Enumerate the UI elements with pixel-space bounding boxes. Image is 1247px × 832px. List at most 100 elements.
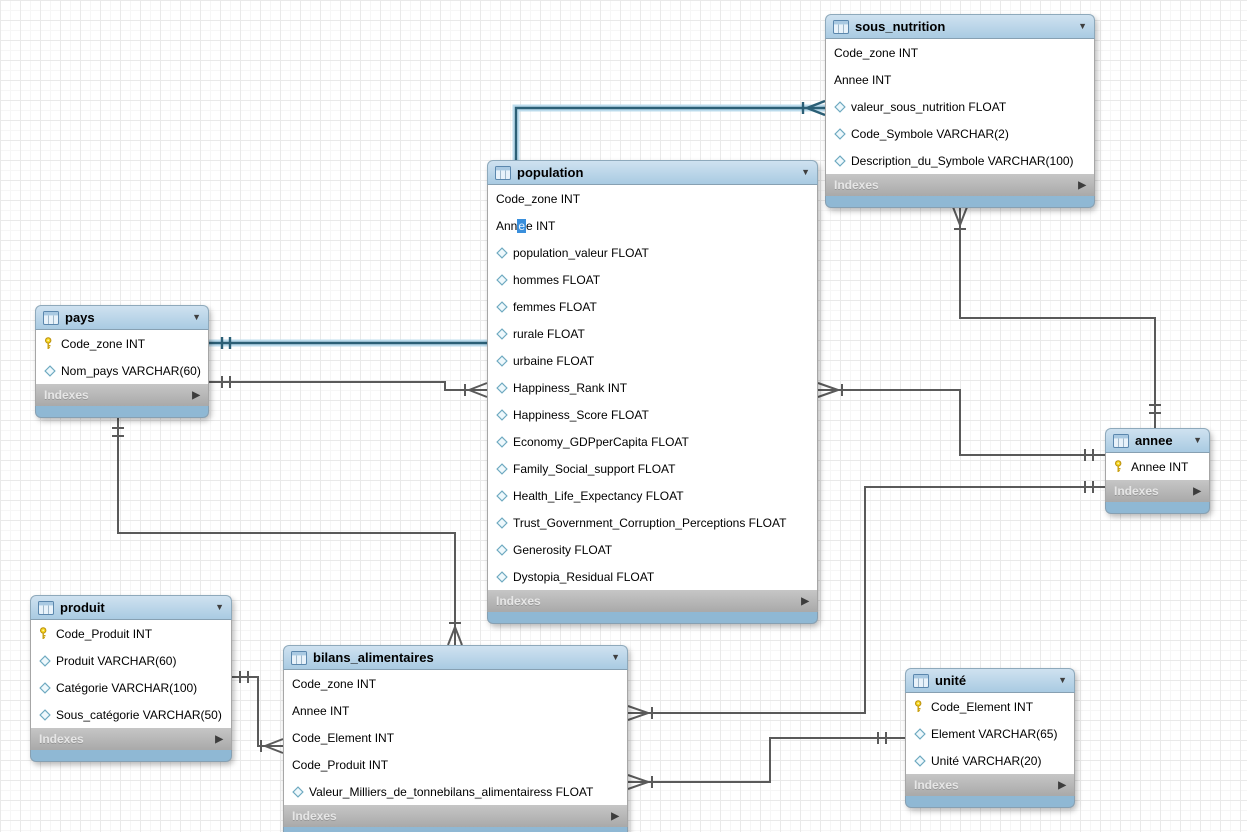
column-text: femmes FLOAT [513, 299, 597, 314]
indexes-bar[interactable]: Indexes▶ [825, 174, 1095, 196]
column-row[interactable]: Valeur_Milliers_de_tonnebilans_alimentai… [284, 778, 627, 805]
column-text: Code_zone INT [61, 336, 146, 351]
table-header[interactable]: annee▼ [1105, 428, 1210, 453]
expand-arrow-icon[interactable]: ▶ [801, 595, 809, 607]
column-row[interactable]: Code_Produit INT [284, 751, 627, 778]
relationship-pays-population[interactable] [209, 376, 488, 398]
column-row[interactable]: Happiness_Score FLOAT [488, 401, 817, 428]
collapse-arrow-icon[interactable]: ▼ [1058, 675, 1067, 685]
column-row[interactable]: Code_zone INT [488, 185, 817, 212]
table-icon [495, 165, 511, 180]
one-ticks [1084, 449, 1094, 461]
indexes-bar[interactable]: Indexes▶ [905, 774, 1075, 796]
expand-arrow-icon[interactable]: ▶ [215, 733, 223, 745]
nullable-diamond-icon [496, 327, 508, 340]
nullable-diamond-icon [496, 354, 508, 367]
nullable-diamond-icon [496, 489, 508, 502]
collapse-arrow-icon[interactable]: ▼ [611, 652, 620, 662]
table-header[interactable]: pays▼ [35, 305, 209, 330]
expand-arrow-icon[interactable]: ▶ [1078, 179, 1086, 191]
indexes-bar[interactable]: Indexes▶ [487, 590, 818, 612]
relationship-pays-bilans_alimentaires[interactable] [112, 417, 463, 646]
expand-arrow-icon[interactable]: ▶ [1058, 779, 1066, 791]
column-row[interactable]: Unité VARCHAR(20) [906, 747, 1074, 774]
column-row[interactable]: Sous_catégorie VARCHAR(50) [31, 701, 231, 728]
table-pays[interactable]: pays▼ Code_zone INT Nom_pays VARCHAR(60) In… [35, 305, 209, 418]
column-text: valeur_sous_nutrition FLOAT [851, 99, 1007, 114]
column-row[interactable]: rurale FLOAT [488, 320, 817, 347]
column-row[interactable]: Health_Life_Expectancy FLOAT [488, 482, 817, 509]
column-row[interactable]: population_valeur FLOAT [488, 239, 817, 266]
column-text: Unité VARCHAR(20) [931, 753, 1042, 768]
column-row[interactable]: Annee INT [1106, 453, 1209, 480]
column-row[interactable]: Economy_GDPperCapita FLOAT [488, 428, 817, 455]
column-text: Trust_Government_Corruption_Perceptions … [513, 515, 787, 530]
table-sous_nutrition[interactable]: sous_nutrition▼Code_zone INT Annee INT val… [825, 14, 1095, 208]
column-row[interactable]: Code_zone INT [284, 670, 627, 697]
column-text: Ann [496, 218, 518, 233]
expand-arrow-icon[interactable]: ▶ [192, 389, 200, 401]
relationship-bilans_alimentaires-annee[interactable] [627, 481, 1105, 721]
column-text: Annee INT [834, 72, 892, 87]
column-row[interactable]: Code_Element INT [284, 724, 627, 751]
collapse-arrow-icon[interactable]: ▼ [1078, 21, 1087, 31]
table-header[interactable]: population▼ [487, 160, 818, 185]
column-text: Happiness_Rank INT [513, 380, 628, 395]
column-row[interactable]: Code_Symbole VARCHAR(2) [826, 120, 1094, 147]
indexes-bar[interactable]: Indexes▶ [1105, 480, 1210, 502]
relationship-bilans_alimentaires-unite[interactable] [627, 732, 905, 790]
table-unite[interactable]: unité▼Code_Element INT Element VARCHAR(65… [905, 668, 1075, 808]
column-row[interactable]: Trust_Government_Corruption_Perceptions … [488, 509, 817, 536]
column-text: Nom_pays VARCHAR(60) [61, 363, 201, 378]
column-row[interactable]: Code_zone INT [826, 39, 1094, 66]
column-text: Element VARCHAR(65) [931, 726, 1058, 741]
column-row[interactable]: urbaine FLOAT [488, 347, 817, 374]
nullable-diamond-icon [292, 785, 304, 798]
relationship-sous_nutrition-annee[interactable] [952, 206, 1161, 428]
column-row[interactable]: Family_Social_support FLOAT [488, 455, 817, 482]
column-row[interactable]: Annee INT [284, 697, 627, 724]
column-row[interactable]: Generosity FLOAT [488, 536, 817, 563]
table-header[interactable]: bilans_alimentaires▼ [283, 645, 628, 670]
table-header[interactable]: sous_nutrition▼ [825, 14, 1095, 39]
indexes-bar[interactable]: Indexes▶ [283, 805, 628, 827]
collapse-arrow-icon[interactable]: ▼ [215, 602, 224, 612]
column-text: Sous_catégorie VARCHAR(50) [56, 707, 222, 722]
column-row[interactable]: Annee INT [826, 66, 1094, 93]
column-row[interactable]: Code_zone INT [36, 330, 208, 357]
expand-arrow-icon[interactable]: ▶ [1193, 485, 1201, 497]
column-row[interactable]: Dystopia_Residual FLOAT [488, 563, 817, 590]
collapse-arrow-icon[interactable]: ▼ [801, 167, 810, 177]
collapse-arrow-icon[interactable]: ▼ [192, 312, 201, 322]
relationship-produit-bilans_alimentaires[interactable] [232, 671, 284, 754]
table-columns: Code_Element INT Element VARCHAR(65) Unité… [905, 693, 1075, 774]
expand-arrow-icon[interactable]: ▶ [611, 810, 619, 822]
column-row[interactable]: valeur_sous_nutrition FLOAT [826, 93, 1094, 120]
collapse-arrow-icon[interactable]: ▼ [1193, 435, 1202, 445]
column-row[interactable]: Happiness_Rank INT [488, 374, 817, 401]
table-header[interactable]: produit▼ [30, 595, 232, 620]
column-row[interactable]: Nom_pays VARCHAR(60) [36, 357, 208, 384]
relationship-population-annee[interactable] [817, 382, 1105, 461]
one-ticks [877, 732, 887, 744]
one-ticks [1149, 404, 1161, 414]
column-row[interactable]: Code_Element INT [906, 693, 1074, 720]
indexes-bar[interactable]: Indexes▶ [35, 384, 209, 406]
column-row[interactable]: Code_Produit INT [31, 620, 231, 647]
column-row[interactable]: hommes FLOAT [488, 266, 817, 293]
nullable-diamond-icon [496, 516, 508, 529]
column-text: e INT [526, 218, 556, 233]
column-row[interactable]: femmes FLOAT [488, 293, 817, 320]
table-header[interactable]: unité▼ [905, 668, 1075, 693]
column-row[interactable]: Catégorie VARCHAR(100) [31, 674, 231, 701]
column-row[interactable]: Element VARCHAR(65) [906, 720, 1074, 747]
column-row[interactable]: Description_du_Symbole VARCHAR(100) [826, 147, 1094, 174]
indexes-bar[interactable]: Indexes▶ [30, 728, 232, 750]
column-row[interactable]: Produit VARCHAR(60) [31, 647, 231, 674]
